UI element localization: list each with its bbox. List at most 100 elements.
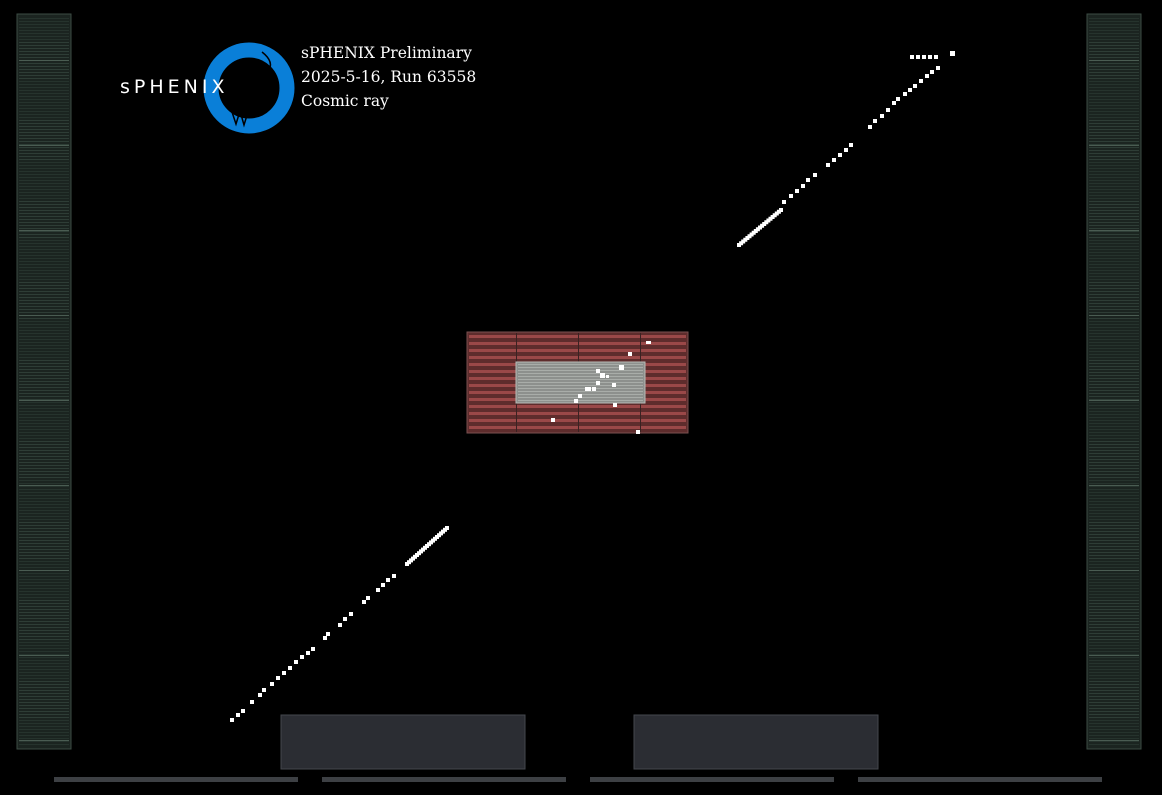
- emcal-row: [518, 391, 643, 392]
- hcal-stripe: [19, 543, 69, 544]
- hcal-stripe: [19, 117, 69, 118]
- hcal-stripe: [19, 558, 69, 559]
- hcal-stripe: [19, 678, 69, 679]
- hcal-segment-line: [19, 230, 69, 231]
- hcal-stripe: [19, 522, 69, 523]
- hcal-stripe: [19, 663, 69, 664]
- hcal-segment-line: [19, 485, 69, 486]
- cosmic-track-upper: [737, 51, 955, 247]
- hcal-stripe: [19, 546, 69, 547]
- hcal-stripe: [19, 576, 69, 577]
- hcal-stripe: [19, 102, 69, 103]
- hcal-stripe: [1089, 453, 1139, 454]
- hcal-stripe: [19, 78, 69, 79]
- hcal-stripe: [19, 582, 69, 583]
- hcal-stripe: [19, 612, 69, 613]
- hcal-stripe: [1089, 366, 1139, 367]
- hcal-stripe: [1089, 270, 1139, 271]
- hcal-stripe: [1089, 564, 1139, 565]
- hcal-stripe: [19, 147, 69, 148]
- hcal-stripe: [1089, 411, 1139, 412]
- central-hit: [585, 387, 591, 391]
- emcal-row: [518, 388, 643, 389]
- track-hit: [745, 236, 750, 240]
- hcal-stripe: [1089, 534, 1139, 535]
- hcal-stripe: [1089, 684, 1139, 685]
- hcal-stripe: [19, 633, 69, 634]
- emcal-row: [518, 367, 643, 368]
- hcal-stripe: [19, 399, 69, 400]
- hcal-stripe: [19, 531, 69, 532]
- hcal-stripe: [1089, 645, 1139, 646]
- emcal-row: [518, 382, 643, 383]
- hcal-stripe: [1089, 84, 1139, 85]
- hcal-stripe: [1089, 432, 1139, 433]
- central-hit: [600, 373, 605, 378]
- hcal-stripe: [19, 300, 69, 301]
- hcal-stripe: [19, 717, 69, 718]
- hcal-stripe: [1089, 252, 1139, 253]
- hcal-stripe: [19, 498, 69, 499]
- hcal-stripe: [19, 453, 69, 454]
- hcal-stripe: [19, 486, 69, 487]
- track-hit: [753, 229, 758, 233]
- hcal-stripe: [1089, 267, 1139, 268]
- track-hit: [338, 623, 342, 627]
- ihcal-row: [469, 335, 686, 338]
- hcal-stripe: [1089, 573, 1139, 574]
- hcal-stripe: [19, 450, 69, 451]
- central-hit: [592, 387, 596, 391]
- hcal-stripe: [1089, 123, 1139, 124]
- hcal-stripe: [1089, 189, 1139, 190]
- hcal-stripe: [1089, 204, 1139, 205]
- hcal-stripe: [1089, 129, 1139, 130]
- hcal-stripe: [19, 99, 69, 100]
- hcal-stripe: [1089, 57, 1139, 58]
- hcal-stripe: [19, 225, 69, 226]
- hcal-stripe: [1089, 618, 1139, 619]
- hcal-stripe: [1089, 486, 1139, 487]
- track-hit: [849, 143, 853, 147]
- hcal-stripe: [1089, 222, 1139, 223]
- hcal-stripe: [1089, 228, 1139, 229]
- hcal-stripe: [19, 675, 69, 676]
- hcal-stripe: [19, 312, 69, 313]
- hcal-stripe: [1089, 540, 1139, 541]
- hcal-stripe: [1089, 642, 1139, 643]
- hcal-stripe: [19, 630, 69, 631]
- hcal-stripe: [19, 462, 69, 463]
- hcal-stripe: [1089, 726, 1139, 727]
- hcal-stripe: [19, 120, 69, 121]
- hcal-stripe: [1089, 417, 1139, 418]
- hcal-stripe: [1089, 90, 1139, 91]
- hcal-stripe: [19, 387, 69, 388]
- hcal-stripe: [1089, 183, 1139, 184]
- hcal-stripe: [19, 123, 69, 124]
- hcal-stripe: [19, 660, 69, 661]
- hcal-stripe: [19, 216, 69, 217]
- hcal-stripe: [1089, 609, 1139, 610]
- hcal-stripe: [19, 618, 69, 619]
- hcal-stripe: [19, 255, 69, 256]
- hcal-stripe: [19, 210, 69, 211]
- hcal-stripe: [19, 231, 69, 232]
- hcal-stripe: [1089, 276, 1139, 277]
- track-hit: [739, 241, 744, 246]
- hcal-stripe: [19, 138, 69, 139]
- hcal-stripe: [1089, 738, 1139, 739]
- hcal-stripe: [19, 438, 69, 439]
- hcal-stripe: [19, 258, 69, 259]
- hcal-stripe: [1089, 258, 1139, 259]
- hcal-stripe: [1089, 18, 1139, 19]
- hcal-segment-line: [19, 570, 69, 571]
- track-hit: [306, 651, 310, 655]
- epd-panel-left: [280, 714, 526, 770]
- floor-bar: [54, 777, 298, 782]
- hcal-stripe: [1089, 489, 1139, 490]
- hcal-stripe: [1089, 606, 1139, 607]
- track-hit: [326, 632, 330, 636]
- emcal-row: [518, 364, 643, 365]
- hcal-stripe: [19, 48, 69, 49]
- central-hit: [596, 369, 600, 373]
- hcal-stripe: [19, 318, 69, 319]
